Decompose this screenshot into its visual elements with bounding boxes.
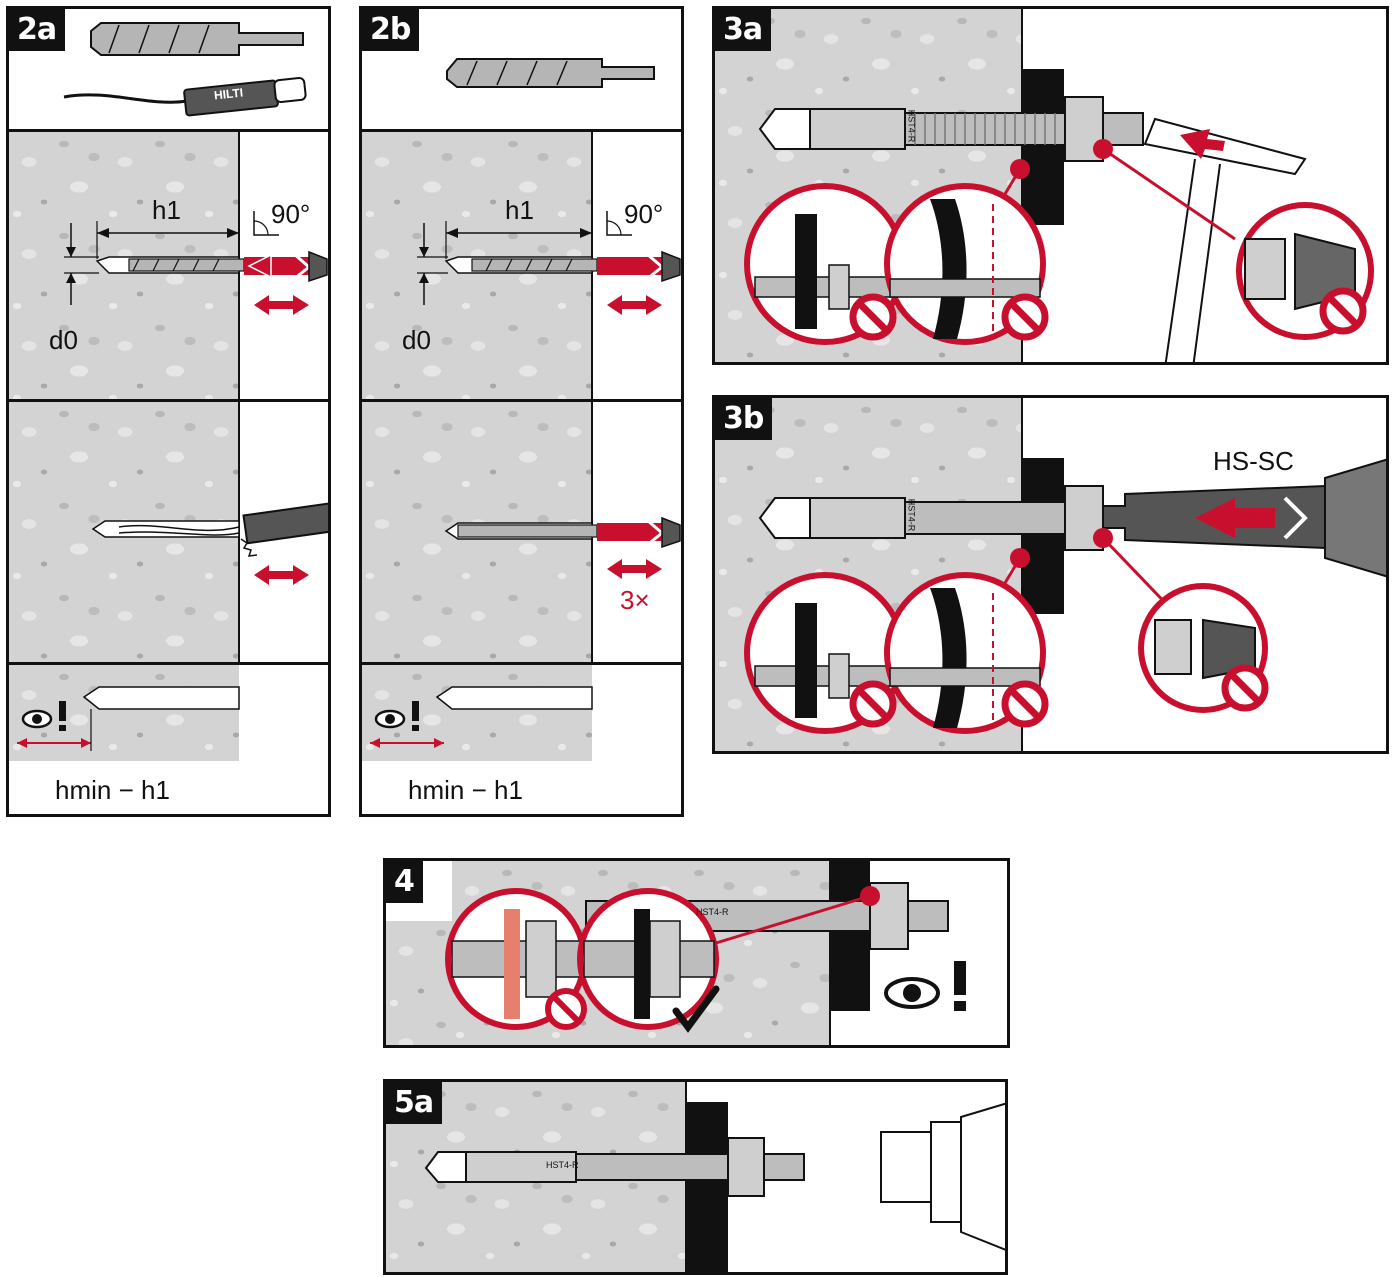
prohibited-icon (1221, 664, 1269, 712)
panel-step-2a: 2a (6, 6, 331, 817)
step-3b-drawing (744, 398, 1386, 751)
detail-circle-no-washer (744, 572, 906, 734)
divider (362, 399, 681, 402)
step-tag: 2a (9, 9, 66, 51)
concrete-block (9, 132, 239, 399)
setting-tool-icon (1102, 458, 1386, 578)
detail-circle-not-flush (445, 888, 587, 1030)
tool-label: HS-SC (1213, 446, 1294, 476)
step-2a-drawing (17, 22, 328, 751)
anchor-marking: HST4-R (546, 1160, 579, 1170)
step-tag: 3a (715, 9, 772, 51)
step-tag: 3b (715, 398, 773, 440)
divider (9, 662, 328, 665)
concrete-block (386, 921, 452, 1045)
dimension-label-d0: d0 (402, 325, 431, 355)
step-tag: 4 (386, 861, 423, 903)
fixture-plate (1022, 69, 1064, 225)
detail-circle-bent-plate (884, 572, 1046, 734)
min-thickness-label: hmin − h1 (408, 775, 523, 805)
anchor-marking: HST4-R (696, 907, 729, 917)
detail-circle-flush (577, 888, 719, 1030)
prohibited-icon (849, 293, 897, 341)
divider (9, 399, 328, 402)
angle-label: 90° (271, 199, 311, 229)
prohibited-icon (849, 680, 897, 728)
eye-warning-icon (374, 701, 419, 731)
drill-bit-icon (446, 58, 655, 88)
blow-pump-icon (63, 76, 307, 117)
step-5a-drawing (424, 1082, 1005, 1272)
hammer-icon (1143, 117, 1307, 362)
anchor-marking: HST4-R (906, 109, 917, 143)
double-arrow-icon (607, 559, 662, 579)
step-2b-drawing (370, 58, 681, 748)
angle-label: 90° (624, 199, 664, 229)
dimension-label-h1: h1 (505, 195, 534, 225)
prohibited-icon (1001, 680, 1049, 728)
panel-step-2b: 2b (359, 6, 684, 817)
eye-warning-icon (21, 701, 66, 731)
step-4-drawing (445, 861, 966, 1045)
panel-step-3b: 3b (712, 395, 1389, 754)
prohibited-icon (1001, 293, 1049, 341)
wrench-icon (880, 1102, 1005, 1251)
divider (362, 662, 681, 665)
prohibited-icon (545, 988, 587, 1030)
min-thickness-label: hmin − h1 (55, 775, 170, 805)
step-3a-drawing (744, 9, 1374, 362)
fixture-plate (686, 1102, 728, 1272)
double-arrow-icon (607, 295, 662, 315)
concrete-block (362, 665, 592, 761)
step-tag: 2b (362, 9, 420, 51)
step-tag: 5a (386, 1082, 443, 1124)
fixture-plate (830, 861, 870, 1011)
checkmark-icon (672, 985, 720, 1033)
panel-step-3a: 3a (712, 6, 1389, 365)
detail-circle-bent-plate (884, 183, 1046, 345)
drill-bit-icon (90, 22, 304, 56)
prohibited-icon (1319, 287, 1367, 335)
eye-warning-icon (884, 961, 966, 1011)
anchor-marking: HST4-R (906, 498, 917, 532)
dimension-label-d0: d0 (49, 325, 78, 355)
double-arrow-icon (254, 295, 309, 315)
double-arrow-icon (254, 565, 309, 585)
divider (9, 129, 328, 132)
panel-step-5a: 5a HST4-R (383, 1079, 1008, 1275)
repeat-count-label: 3× (620, 585, 650, 615)
dimension-label-h1: h1 (152, 195, 181, 225)
divider (362, 129, 681, 132)
fixture-plate (1022, 458, 1064, 614)
panel-step-4: 4 HST4-R (383, 858, 1010, 1048)
